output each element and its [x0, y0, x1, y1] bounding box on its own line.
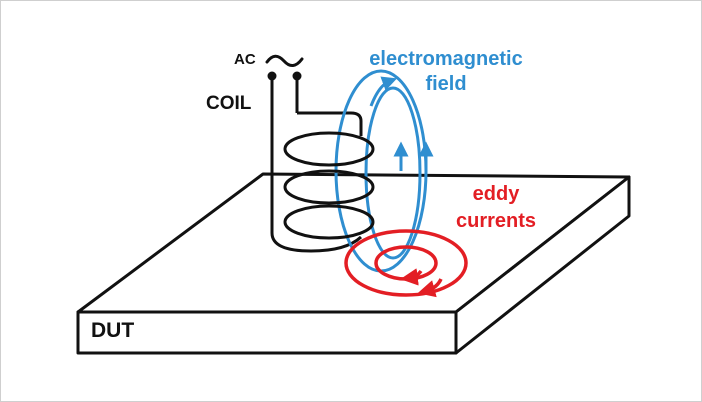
coil-turn: [283, 204, 375, 240]
terminal-dot-icon: [292, 71, 302, 81]
eddy-label-line1: eddy: [472, 183, 520, 205]
coil-turn: [283, 169, 375, 205]
field-label-line1: electromagnetic: [369, 48, 523, 70]
ac-label: AC: [234, 51, 256, 68]
dut-side-face: [454, 175, 631, 355]
coil-label: COIL: [206, 93, 252, 114]
field-arrow: [369, 76, 398, 107]
eddy-loop-outer: [344, 229, 468, 297]
coil-windings: [283, 131, 375, 240]
eddy-arrow: [417, 278, 443, 298]
field-arrows: [369, 76, 434, 171]
eddy-arrow: [400, 268, 423, 286]
field-label: electromagnetic field: [346, 49, 546, 99]
eddy-label-line2: currents: [455, 210, 537, 232]
eddy-currents: [344, 229, 468, 298]
eddy-label: eddy currents: [431, 184, 561, 238]
terminal-dot-icon: [267, 71, 277, 81]
field-label-line2: field: [425, 73, 467, 95]
dut-front-face: [76, 310, 458, 355]
dut-label: DUT: [91, 319, 135, 342]
coil-turn: [283, 131, 375, 167]
ac-source-tilde-icon: [265, 54, 304, 67]
